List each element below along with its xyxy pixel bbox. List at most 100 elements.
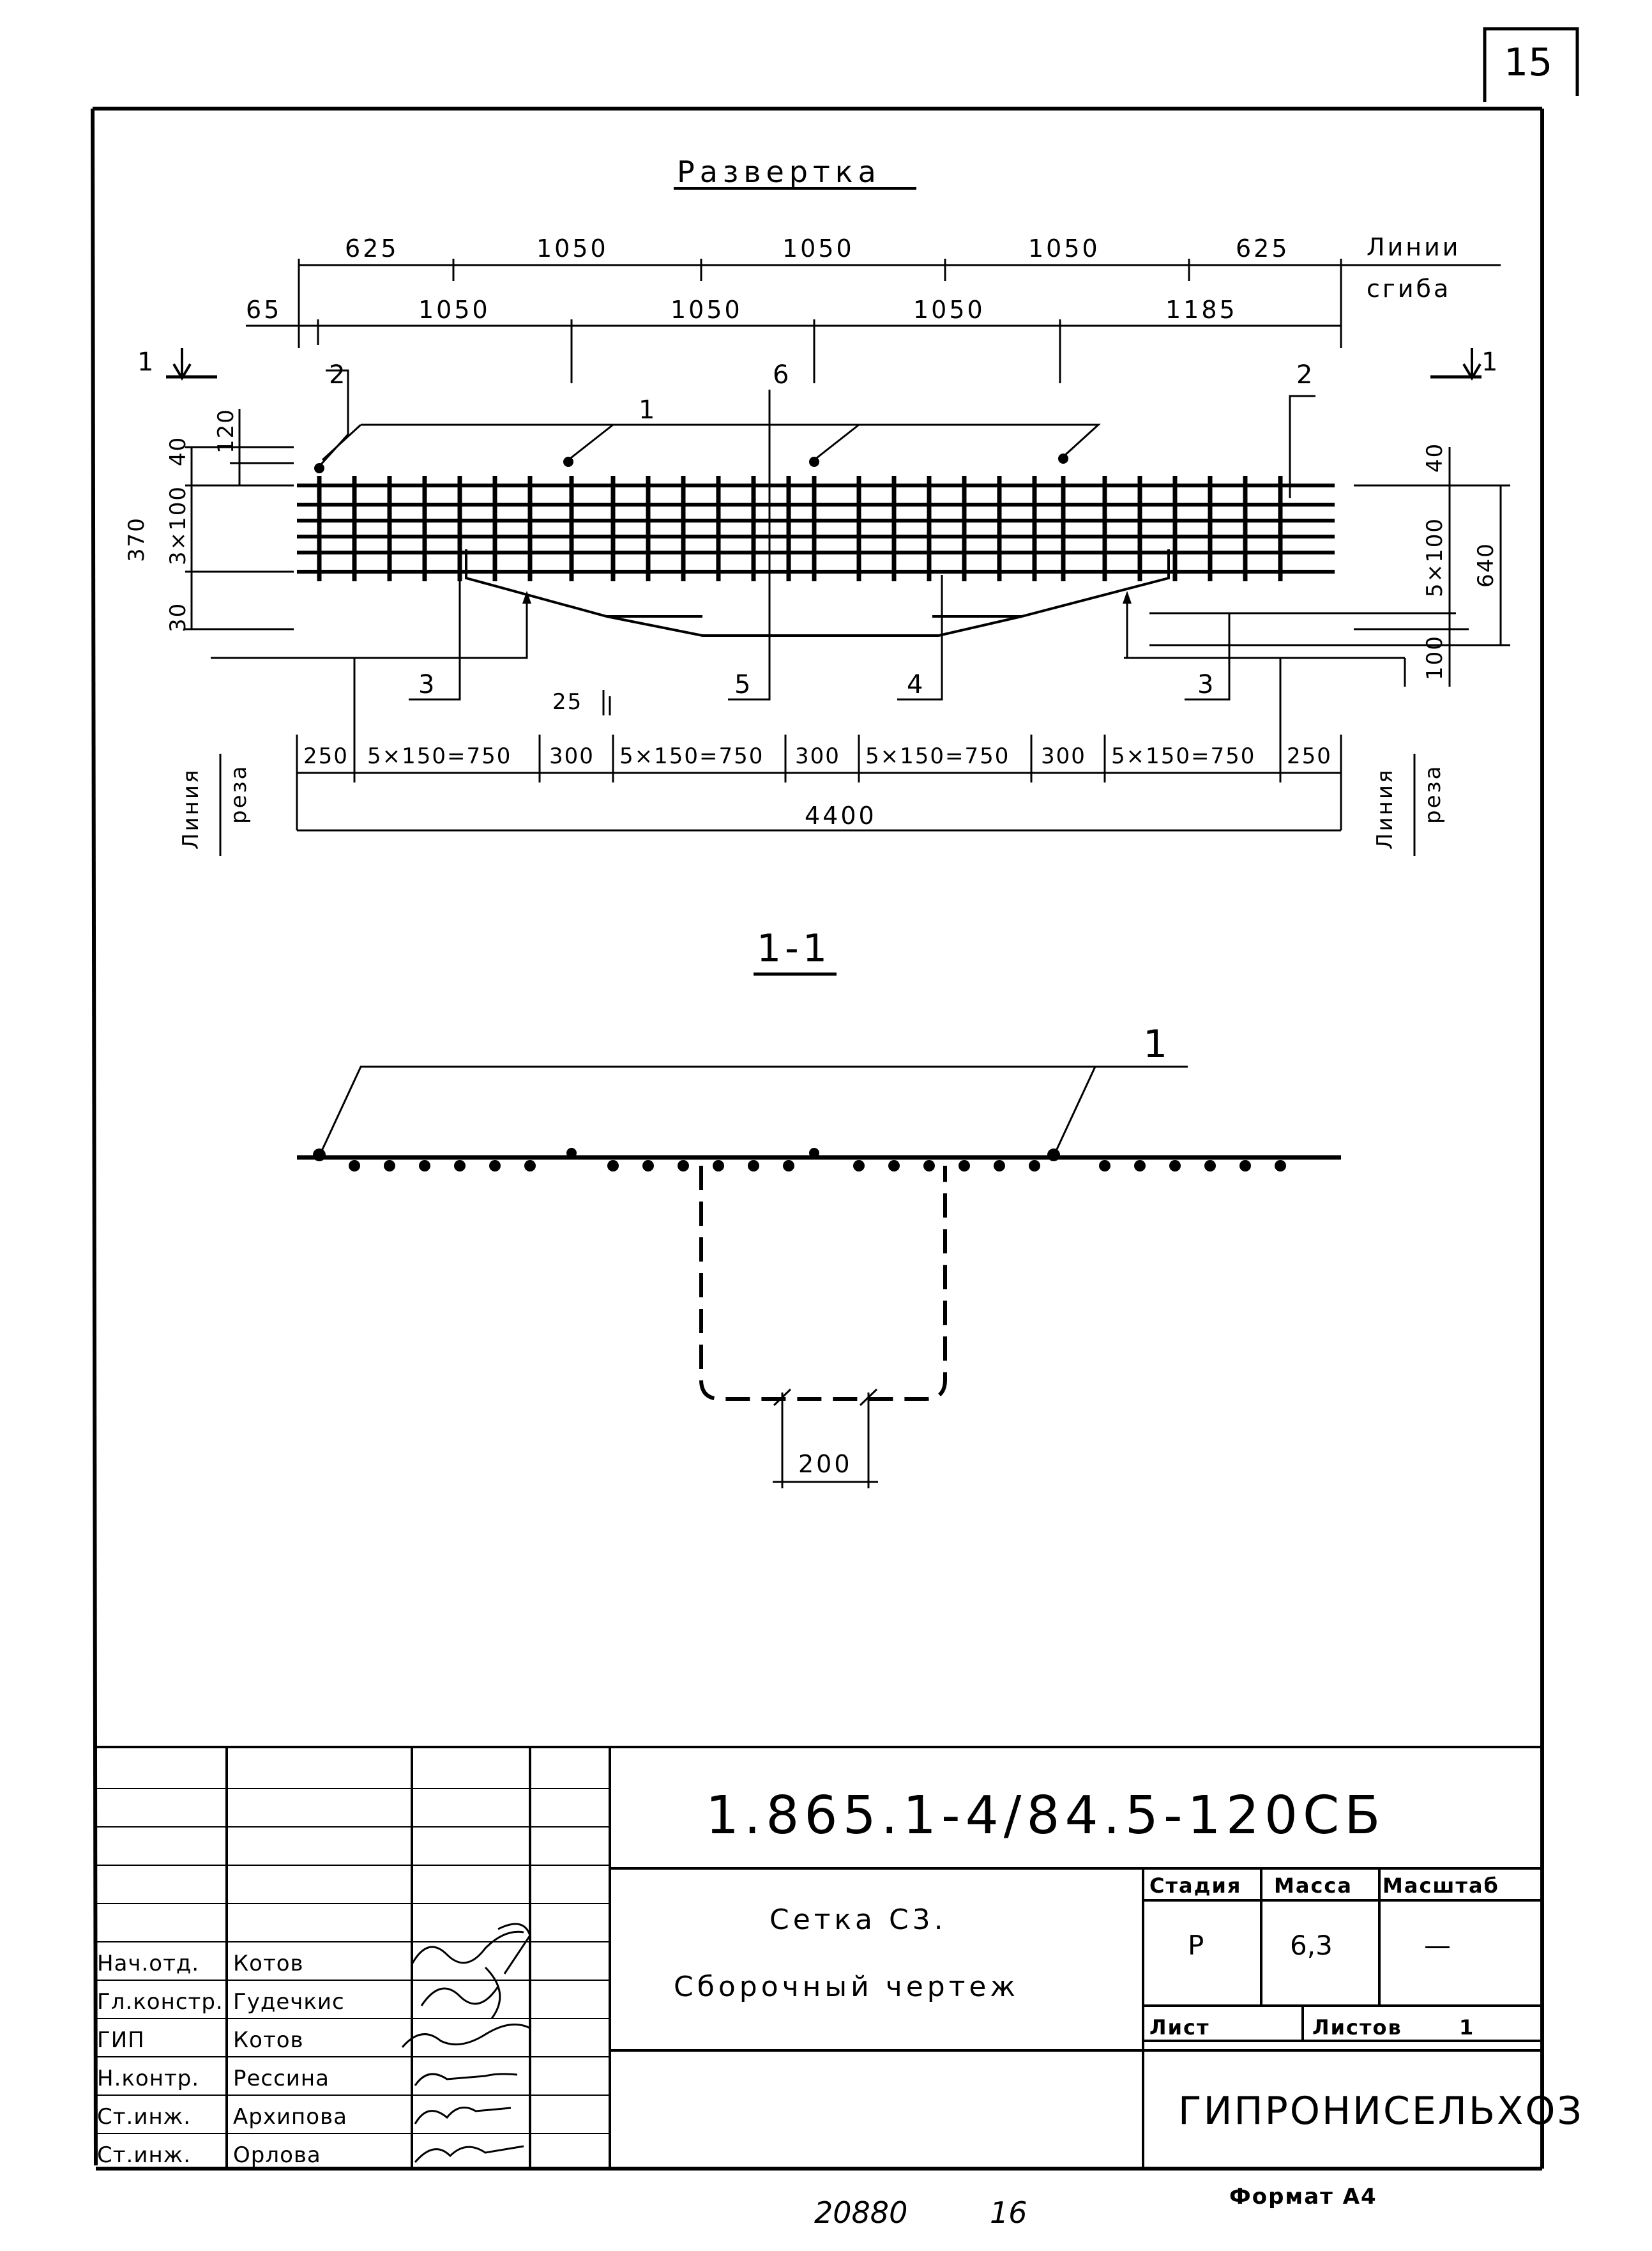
header-scale: Масштаб <box>1383 1873 1499 1898</box>
top-dim-1d: 1050 <box>1028 234 1100 263</box>
cut-line-label-left-2: реза <box>226 765 252 824</box>
bottom-dimension-chain <box>296 658 1342 832</box>
left-dim-120: 120 <box>213 408 239 454</box>
bottom-dim-3: 300 <box>549 744 595 769</box>
section-bar-dot <box>783 1160 794 1171</box>
cut-line-label-right-1: Линия <box>1372 768 1398 850</box>
callout-bottom-4: 4 <box>907 670 923 699</box>
section-bar-dot <box>994 1160 1005 1171</box>
title-block: 1.865.1-4/84.5-120СБ Сетка С3. Сборочный… <box>96 1746 1584 2169</box>
role-5: Ст.инж. <box>97 2104 191 2130</box>
person-5: Архипова <box>233 2104 347 2130</box>
section-bar-dot <box>1169 1160 1181 1171</box>
section-bar-dot <box>524 1160 536 1171</box>
value-sheets: 1 <box>1459 2015 1474 2040</box>
section-bar-dot <box>678 1160 689 1171</box>
left-dim-30: 30 <box>165 602 191 632</box>
person-2: Гудечкис <box>233 1989 345 2015</box>
drawing-name-line1: Сетка С3. <box>769 1904 947 1936</box>
section-dim <box>773 1388 878 1488</box>
top-dimension-chain-2 <box>246 319 1342 383</box>
section-mark-left: 1 <box>137 347 217 381</box>
section-bar-dot <box>1204 1160 1216 1171</box>
right-vertical-dims <box>1124 447 1510 687</box>
section-bar-dot <box>1029 1160 1040 1171</box>
section-title: 1-1 <box>757 926 831 971</box>
section-bar-dot <box>607 1160 619 1171</box>
callout-top-6: 6 <box>773 360 789 390</box>
label-sheets: Листов <box>1312 2015 1402 2040</box>
bottom-dim-5: 300 <box>795 744 840 769</box>
section-bar-dot <box>1134 1160 1146 1171</box>
person-6: Орлова <box>233 2142 321 2168</box>
svg-text:1: 1 <box>1481 347 1497 377</box>
bottom-dim-6: 5×150=750 <box>865 744 1010 769</box>
callout-leaders-top <box>318 369 1315 498</box>
section-bar-dot <box>384 1160 395 1171</box>
top-dim-1a: 625 <box>345 234 399 263</box>
bottom-dim-1: 250 <box>303 744 349 769</box>
right-dim-640: 640 <box>1473 542 1499 588</box>
section-1-1: 1-1 1 200 <box>297 926 1341 1488</box>
section-bar-dot <box>748 1160 759 1171</box>
right-dim-40: 40 <box>1422 443 1448 473</box>
right-dim-5x100: 5×100 <box>1422 517 1448 597</box>
callout-top-2-right: 2 <box>1296 360 1312 390</box>
corner-bars <box>465 549 1170 637</box>
callout-bottom-3-right: 3 <box>1197 670 1213 699</box>
right-dim-100: 100 <box>1422 635 1448 680</box>
top-dim-2c: 1050 <box>671 296 743 324</box>
mesh <box>192 476 1469 637</box>
header-stage: Стадия <box>1149 1873 1241 1898</box>
callout-bottom-25: 25 <box>552 689 582 715</box>
section-bar-dot <box>1099 1160 1110 1171</box>
role-6: Ст.инж. <box>97 2142 191 2168</box>
bottom-dim-2: 5×150=750 <box>367 744 512 769</box>
role-4: Н.контр. <box>97 2066 199 2091</box>
role-1: Нач.отд. <box>97 1951 199 1976</box>
bend-line-label-2: сгиба <box>1367 275 1451 303</box>
person-4: Рессина <box>233 2066 330 2091</box>
value-mass: 6,3 <box>1290 1930 1333 1961</box>
section-dim-200: 200 <box>798 1450 853 1478</box>
left-dim-3x100: 3×100 <box>165 485 191 565</box>
section-bar-dot <box>888 1160 900 1171</box>
section-bar-dot <box>454 1160 466 1171</box>
section-bar-dot <box>642 1160 654 1171</box>
section-bar-dot <box>959 1160 970 1171</box>
section-bar-dot <box>1275 1160 1286 1171</box>
left-dim-370: 370 <box>124 517 149 562</box>
section-mark-right: 1 <box>1430 347 1497 381</box>
left-vertical-dims <box>185 409 294 630</box>
section-bar-dot <box>713 1160 724 1171</box>
footer-page: 16 <box>990 2195 1027 2230</box>
sheet-number-box: 15 <box>1483 27 1579 102</box>
svg-text:1: 1 <box>137 347 153 377</box>
role-3: ГИП <box>97 2027 145 2053</box>
callout-top-2-left: 2 <box>329 360 345 390</box>
section-bar-dot <box>349 1160 360 1171</box>
callout-bottom-3-left: 3 <box>418 670 434 699</box>
callout-bottom-5: 5 <box>734 670 750 699</box>
role-2: Гл.констр. <box>97 1989 224 2015</box>
header-mass: Масса <box>1274 1873 1353 1898</box>
top-dim-2e: 1185 <box>1165 296 1238 324</box>
left-dim-40: 40 <box>165 436 191 466</box>
top-dim-1b: 1050 <box>536 234 609 263</box>
organization-name: ГИПРОНИСЕЛЬХОЗ <box>1178 2089 1584 2133</box>
document-code: 1.865.1-4/84.5-120СБ <box>706 1785 1386 1846</box>
section-bar-dot <box>419 1160 430 1171</box>
top-dim-1c: 1050 <box>782 234 854 263</box>
cut-line-label-left-1: Линия <box>178 768 204 850</box>
top-dim-2b: 1050 <box>418 296 490 324</box>
bend-line-label-1: Линии <box>1367 233 1461 261</box>
footer-number: 20880 <box>814 2195 907 2230</box>
signatures <box>401 1923 531 2163</box>
drawing-name-line2: Сборочный чертеж <box>674 1971 1019 2003</box>
bottom-dim-7: 300 <box>1041 744 1086 769</box>
razvertka-view: Развертка 625 1050 1050 1050 625 Линии с… <box>124 155 1510 856</box>
callout-dots-top <box>314 454 1068 473</box>
section-bar-dot <box>923 1160 935 1171</box>
total-length-dim: 4400 <box>805 802 877 830</box>
